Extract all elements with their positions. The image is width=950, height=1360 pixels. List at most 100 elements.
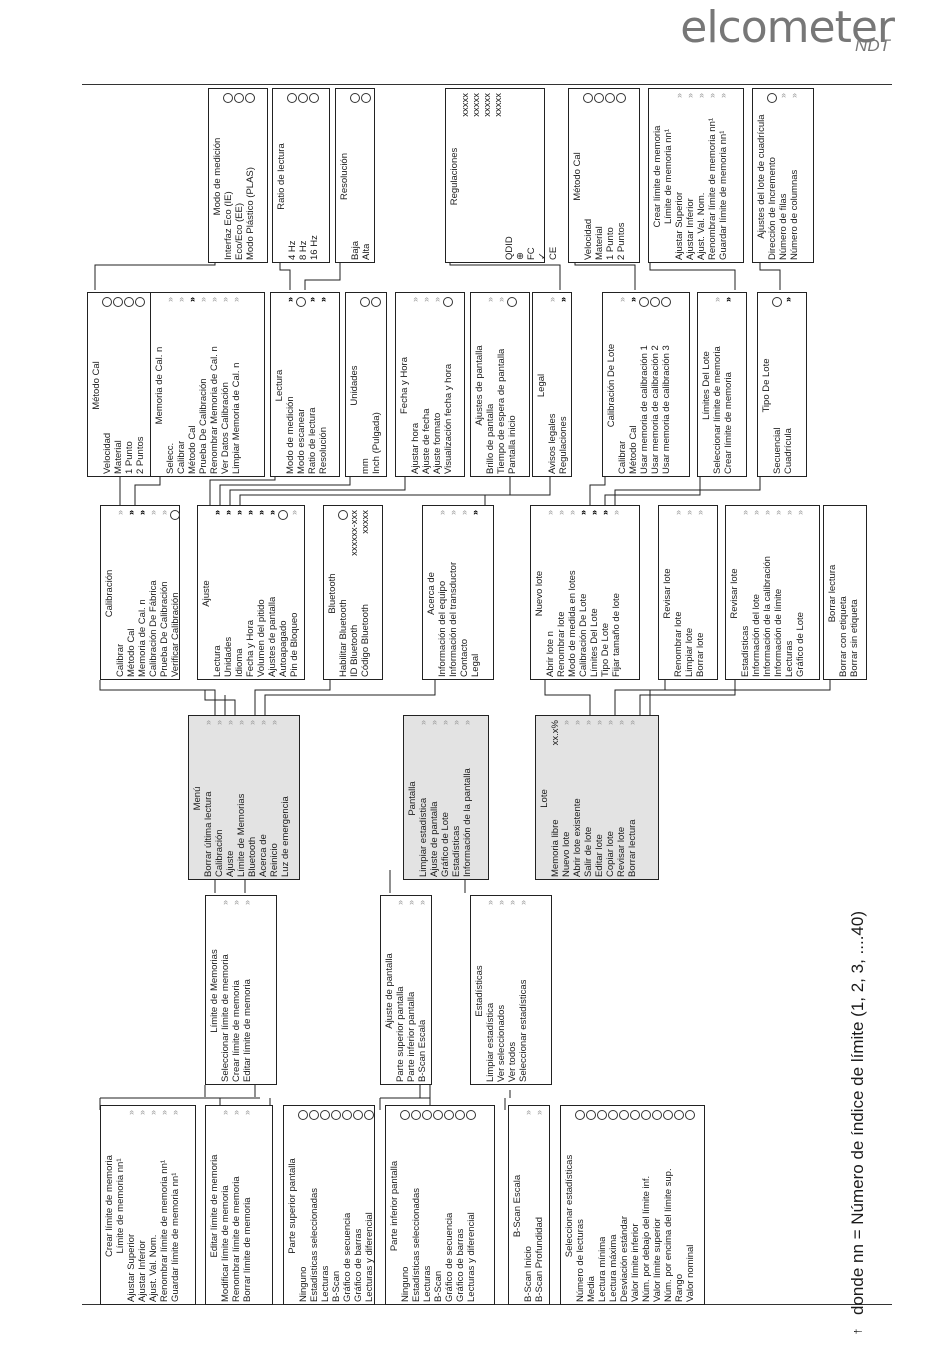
menu-item-modo-de-medida-en-lotes[interactable]: Modo de medida en lotes» — [567, 510, 578, 677]
menu-item-velocidad[interactable]: Velocidad — [583, 93, 594, 260]
menu-item-modo-plastico-plas[interactable]: Modo Plástico (PLAS) — [245, 93, 256, 260]
menu-item-grafico-de-barras[interactable]: Gráfico de barras — [455, 1110, 466, 1302]
menu-item-ajuste-de-pantalla[interactable]: Ajuste de pantalla» — [429, 720, 440, 877]
menu-item-volumen-del-pitido[interactable]: Volumen del pitido» — [256, 510, 267, 677]
menu-item-seleccionar-limite-de-memoria[interactable]: Seleccionar límite de memoria» — [220, 900, 231, 1082]
menu-item-estadisticas-seleccionadas[interactable]: Estadísticas seleccionadas — [309, 1110, 320, 1302]
menu-item-visualizacion-fecha-y-hora[interactable]: Visualización fecha y hora — [443, 297, 454, 474]
menu-item-copiar-lote[interactable]: Copiar lote» — [605, 720, 616, 877]
menu-item-borrar-limite-de-memoria[interactable]: Borrar límite de memoria» — [242, 1110, 253, 1302]
menu-item-renombrar-limite-de-memoria[interactable]: Renombrar límite de memoria» — [231, 1110, 242, 1302]
menu-item-brillo-de-pantalla[interactable]: Brillo de pantalla» — [485, 297, 496, 474]
menu-item-16-hz[interactable]: 16 Hz — [309, 93, 320, 260]
menu-item-b-scan[interactable]: B-Scan — [331, 1110, 342, 1302]
menu-item-renombrar-limite-de-memoria-nn[interactable]: Renombrar límite de memoria nn¹» — [707, 93, 718, 260]
menu-item-avisos-legales[interactable]: Avisos legales» — [547, 297, 558, 474]
menu-item-nuevo-lote[interactable]: Nuevo lote» — [561, 720, 572, 877]
menu-item-direccion-de-incremento[interactable]: Dirección de Incremento — [767, 93, 778, 260]
menu-item-prueba-de-calibracion[interactable]: Prueba De Calibración» — [159, 510, 170, 677]
menu-item-calibracion[interactable]: Calibración» — [214, 720, 225, 877]
menu-item-interfaz-eco-ie[interactable]: Interfaz Eco (IE) — [223, 93, 234, 260]
menu-item-num-por-debajo-del-limite-inf[interactable]: Núm. por debajo del límite inf. — [641, 1110, 652, 1302]
menu-item-item[interactable]: ✓ — [537, 93, 548, 260]
menu-item-unidades[interactable]: Unidades» — [223, 510, 234, 677]
menu-item-informacion-de-la-calibracion[interactable]: Información de la calibración» — [762, 510, 773, 677]
menu-item-grafico-de-secuencia[interactable]: Gráfico de secuencia — [444, 1110, 455, 1302]
menu-item-qdid[interactable]: QDID — [504, 93, 515, 260]
menu-item-idioma[interactable]: Idioma» — [234, 510, 245, 677]
menu-item-regulaciones[interactable]: Regulaciones» — [558, 297, 569, 474]
menu-item-modo-escanear[interactable]: Modo escanear — [296, 297, 307, 474]
menu-item-salir-de-lote[interactable]: Salir de lote» — [583, 720, 594, 877]
menu-item-crear-limite-de-memoria[interactable]: Crear límite de memoria» — [723, 297, 734, 474]
menu-item-1-punto[interactable]: 1 Punto — [605, 93, 616, 260]
menu-item-valor-limite-inferior[interactable]: Valor límite inferior — [630, 1110, 641, 1302]
menu-item-renombrar-limite-de-memoria-nn[interactable]: Renombrar límite de memoria nn¹» — [159, 1110, 170, 1302]
menu-item-ajustar-superior[interactable]: Ajustar Superior» — [126, 1110, 137, 1302]
menu-item-lecturas[interactable]: Lecturas — [320, 1110, 331, 1302]
menu-item-estadisticas-seleccionadas[interactable]: Estadísticas seleccionadas — [411, 1110, 422, 1302]
menu-item-ninguno[interactable]: Ninguno — [298, 1110, 309, 1302]
menu-item-limpiar-lote[interactable]: Limpiar lote» — [684, 510, 695, 677]
menu-item-ver-todos[interactable]: Ver todos» — [507, 900, 518, 1082]
menu-item-informacion-de-la-pantalla[interactable]: Información de la pantalla» — [462, 720, 473, 877]
menu-item-seleccionar-estadisticas[interactable]: Seleccionar estadísticas» — [518, 900, 529, 1082]
menu-item-prueba-de-calibracion[interactable]: Prueba De Calibración» — [198, 297, 209, 474]
menu-item-verificar-calibracion[interactable]: Verificar Calibración — [170, 510, 181, 677]
menu-item-limite-de-memorias[interactable]: Límite de Memorias» — [236, 720, 247, 877]
menu-item-rango[interactable]: Rango — [674, 1110, 685, 1302]
menu-item-tiempo-de-espera-de-pantalla[interactable]: Tiempo de espera de pantalla» — [496, 297, 507, 474]
menu-item-calibracion-de-lote[interactable]: Calibración De Lote» — [578, 510, 589, 677]
menu-item-lectura[interactable]: Lectura» — [212, 510, 223, 677]
menu-item-lecturas-y-diferencial[interactable]: Lecturas y diferencial — [364, 1110, 375, 1302]
menu-item-informacion-del-transductor[interactable]: Información del transductor» — [448, 510, 459, 677]
menu-item-lecturas-y-diferencial[interactable]: Lecturas y diferencial — [466, 1110, 477, 1302]
menu-item-metodo-cal[interactable]: Método Cal» — [187, 297, 198, 474]
menu-item-ajuste-formato[interactable]: Ajuste formato» — [432, 297, 443, 474]
menu-item-lecturas[interactable]: Lecturas — [422, 1110, 433, 1302]
menu-item-ajust-val-nom[interactable]: Ajust. Val. Nom.» — [696, 93, 707, 260]
menu-item-ver-seleccionados[interactable]: Ver seleccionados» — [496, 900, 507, 1082]
menu-item-eco-eco-ee[interactable]: Eco/Eco (EE) — [234, 93, 245, 260]
menu-item-abrir-lote-n[interactable]: Abrir lote n» — [545, 510, 556, 677]
menu-item-ajuste[interactable]: Ajuste» — [225, 720, 236, 877]
menu-item-media[interactable]: Media — [586, 1110, 597, 1302]
menu-item-2-puntos[interactable]: 2 Puntos — [616, 93, 627, 260]
menu-item-ce[interactable]: CE — [548, 93, 559, 260]
menu-item-informacion-del-lote[interactable]: Información del lote» — [751, 510, 762, 677]
menu-item-tipo-de-lote[interactable]: Tipo De Lote» — [600, 510, 611, 677]
menu-item-renombrar-lote[interactable]: Renombrar lote» — [556, 510, 567, 677]
menu-item-desviacion-estandar[interactable]: Desviación estándar — [619, 1110, 630, 1302]
menu-item-modificar-limite-de-memoria[interactable]: Modificar límite de memoria» — [220, 1110, 231, 1302]
menu-item-velocidad[interactable]: Velocidad — [102, 297, 113, 474]
menu-item-cuadricula[interactable]: Cuadrícula» — [783, 297, 794, 474]
menu-item-ratio-de-lectura[interactable]: Ratio de lectura» — [307, 297, 318, 474]
menu-item-limites-del-lote[interactable]: Límites Del Lote» — [589, 510, 600, 677]
menu-item-ajust-val-nom[interactable]: Ajust. Val. Nom.» — [148, 1110, 159, 1302]
menu-item-b-scan-escala[interactable]: B-Scan Escala» — [417, 900, 428, 1082]
menu-item-usar-memoria-de-calibracion-1[interactable]: Usar memoria de calibración 1 — [639, 297, 650, 474]
menu-item-legal[interactable]: Legal» — [470, 510, 481, 677]
menu-item-borrar-lote[interactable]: Borrar lote» — [695, 510, 706, 677]
menu-item-limpiar-memoria-de-cal-n[interactable]: Limpiar Memoria de Cal. n» — [231, 297, 242, 474]
menu-item-calibrar[interactable]: Calibrar» — [115, 510, 126, 677]
menu-item-grafico-de-barras[interactable]: Gráfico de barras — [353, 1110, 364, 1302]
menu-item-revisar-lote[interactable]: Revisar lote» — [616, 720, 627, 877]
menu-item-alta[interactable]: Alta — [361, 93, 372, 260]
menu-item-calibrar[interactable]: Calibrar» — [176, 297, 187, 474]
menu-item-grafico-de-lote[interactable]: Gráfico de Lote» — [795, 510, 806, 677]
menu-item-b-scan-profundidad[interactable]: B-Scan Profundidad» — [534, 1110, 545, 1302]
menu-item-bluetooth[interactable]: Bluetooth» — [247, 720, 258, 877]
menu-item-memoria-de-cal-n[interactable]: Memoria de Cal. n» — [137, 510, 148, 677]
menu-item-parte-inferior-pantalla[interactable]: Parte inferior pantalla» — [406, 900, 417, 1082]
menu-item-ajuste-de-fecha[interactable]: Ajuste de fecha» — [421, 297, 432, 474]
menu-item-num-por-encima-del-limite-sup[interactable]: Núm. por encima del límite sup. — [663, 1110, 674, 1302]
menu-item-calibracion-de-fabrica[interactable]: Calibración De Fábrica» — [148, 510, 159, 677]
menu-item-lectura-maxima[interactable]: Lectura máxima — [608, 1110, 619, 1302]
menu-item-usar-memoria-de-calibracion-3[interactable]: Usar memoria de calibración 3 — [661, 297, 672, 474]
menu-item-borrar-lectura[interactable]: Borrar lectura» — [627, 720, 638, 877]
menu-item-seleccionar-limite-de-memoria[interactable]: Seleccionar límite de memoria» — [712, 297, 723, 474]
menu-item-borrar-sin-etiqueta[interactable]: Borrar sin etiqueta — [849, 510, 860, 677]
